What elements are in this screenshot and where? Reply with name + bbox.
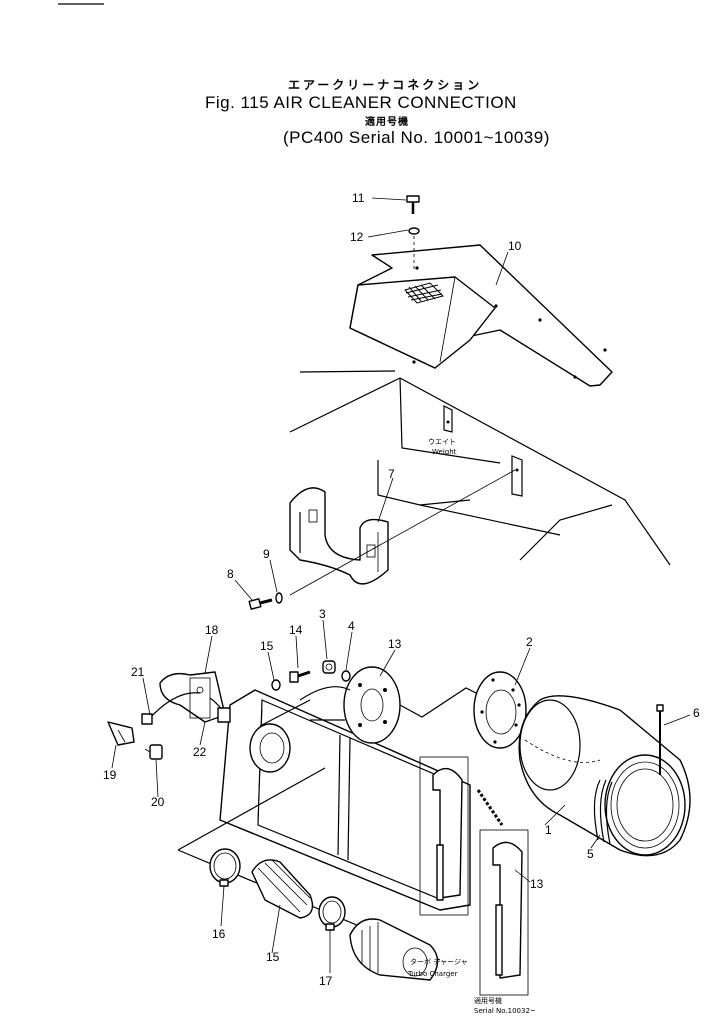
washer-4 bbox=[341, 670, 351, 682]
hose-16 bbox=[251, 859, 314, 919]
cover-plate bbox=[349, 244, 613, 387]
callout-17a: 17 bbox=[319, 974, 333, 988]
callout-10: 10 bbox=[508, 239, 522, 253]
air-cleaner-1 bbox=[518, 695, 691, 857]
weight-hook bbox=[443, 405, 453, 433]
weight-label-en: Weight bbox=[432, 448, 457, 456]
callout-20: 20 bbox=[151, 795, 165, 809]
callout-13-alt: 13 bbox=[530, 877, 544, 891]
flange-13 bbox=[299, 666, 401, 744]
sensor-19 bbox=[107, 721, 135, 746]
switch-20 bbox=[144, 744, 163, 760]
support-bracket-13-alt bbox=[479, 829, 529, 996]
callout-numbers: 11 12 10 7 8 9 3 4 14 15 13 2 6 1 5 13 1… bbox=[103, 191, 700, 988]
callout-22: 22 bbox=[193, 745, 207, 759]
sensor-bracket-18 bbox=[159, 671, 226, 723]
turbo-guide-line bbox=[177, 767, 326, 851]
support-bracket-13-boxed bbox=[419, 756, 469, 916]
bolt-14 bbox=[289, 670, 311, 683]
callout-4: 4 bbox=[348, 619, 355, 633]
callout-15: 15 bbox=[260, 639, 274, 653]
figure-title: Fig. 115 AIR CLEANER CONNECTION bbox=[205, 93, 517, 112]
callout-19: 19 bbox=[103, 768, 117, 782]
applicability-note-jp: 適用号機 bbox=[474, 996, 502, 1005]
nut-3 bbox=[322, 660, 336, 674]
callout-16: 15 bbox=[266, 950, 280, 964]
weight-label-jp: ウエイト bbox=[428, 438, 456, 446]
turbo-charger bbox=[349, 918, 439, 981]
fastener-arrow bbox=[476, 789, 504, 826]
washer-15 bbox=[271, 679, 281, 691]
washer-12 bbox=[408, 227, 420, 235]
bolt-6 bbox=[656, 704, 664, 775]
callout-6: 6 bbox=[693, 706, 700, 720]
intake-elbow bbox=[249, 699, 311, 773]
applicability-label: 適用号機 bbox=[365, 117, 409, 128]
turbo-label-en: Turbo Charger bbox=[407, 970, 458, 978]
bolt-11 bbox=[406, 195, 420, 214]
clamp-17 bbox=[209, 848, 241, 887]
callout-12: 12 bbox=[350, 230, 364, 244]
machine-frame bbox=[289, 370, 671, 566]
bolt-8 bbox=[248, 598, 273, 610]
callout-14: 14 bbox=[289, 623, 303, 637]
turbo-label-jp: ターボ チャージャ bbox=[410, 957, 468, 966]
callout-11: 11 bbox=[352, 191, 365, 205]
callout-18: 18 bbox=[205, 623, 219, 637]
clamp-17a bbox=[318, 896, 346, 931]
bracket-7 bbox=[289, 487, 389, 585]
leader-lines bbox=[111, 197, 691, 973]
serial-note: Serial No.10032~ bbox=[474, 1007, 536, 1015]
callout-21: 21 bbox=[131, 665, 145, 679]
sensor-pipe-21 bbox=[141, 692, 226, 725]
mesh-grille bbox=[404, 282, 444, 304]
connection-pipe bbox=[399, 687, 481, 718]
callout-2: 2 bbox=[526, 635, 533, 649]
bolt-path-line bbox=[289, 469, 516, 596]
callout-8: 8 bbox=[227, 567, 234, 581]
washer-9 bbox=[275, 592, 283, 604]
callout-3: 3 bbox=[319, 607, 326, 621]
title-japanese: エアークリーナコネクション bbox=[288, 78, 483, 92]
gasket-2 bbox=[473, 671, 527, 749]
clip-22 bbox=[217, 707, 231, 723]
callout-1: 1 bbox=[545, 823, 552, 837]
serial-range: (PC400 Serial No. 10001~10039) bbox=[283, 128, 550, 147]
callout-7: 7 bbox=[388, 467, 395, 481]
callout-5: 5 bbox=[587, 847, 594, 861]
callout-17: 16 bbox=[212, 927, 226, 941]
callout-9: 9 bbox=[263, 547, 270, 561]
callout-13: 13 bbox=[388, 637, 402, 651]
frame-bracket bbox=[511, 455, 523, 497]
